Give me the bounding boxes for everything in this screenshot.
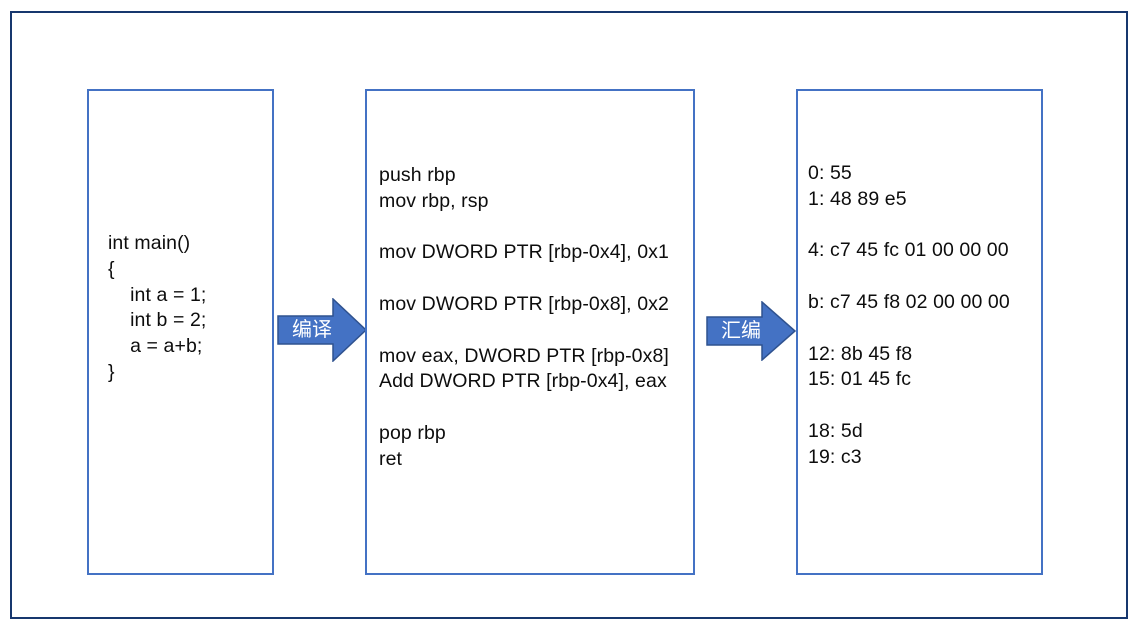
assembly-code-box: push rbp mov rbp, rsp mov DWORD PTR [rbp… (365, 89, 695, 575)
assembly-code-text: push rbp mov rbp, rsp mov DWORD PTR [rbp… (379, 164, 669, 470)
source-code-box: int main() { int a = 1; int b = 2; a = a… (87, 89, 274, 575)
right-arrow-icon (706, 301, 796, 361)
machine-code-text: 0: 55 1: 48 89 e5 4: c7 45 fc 01 00 00 0… (808, 162, 1010, 468)
assemble-arrow-label: 汇编 (721, 320, 761, 342)
compile-arrow-label: 编译 (292, 319, 332, 341)
right-arrow-icon (277, 298, 367, 362)
machine-code-box: 0: 55 1: 48 89 e5 4: c7 45 fc 01 00 00 0… (796, 89, 1043, 575)
source-code-text: int main() { int a = 1; int b = 2; a = a… (108, 232, 207, 383)
compile-arrow: 编译 (277, 298, 367, 362)
assemble-arrow: 汇编 (706, 301, 796, 361)
